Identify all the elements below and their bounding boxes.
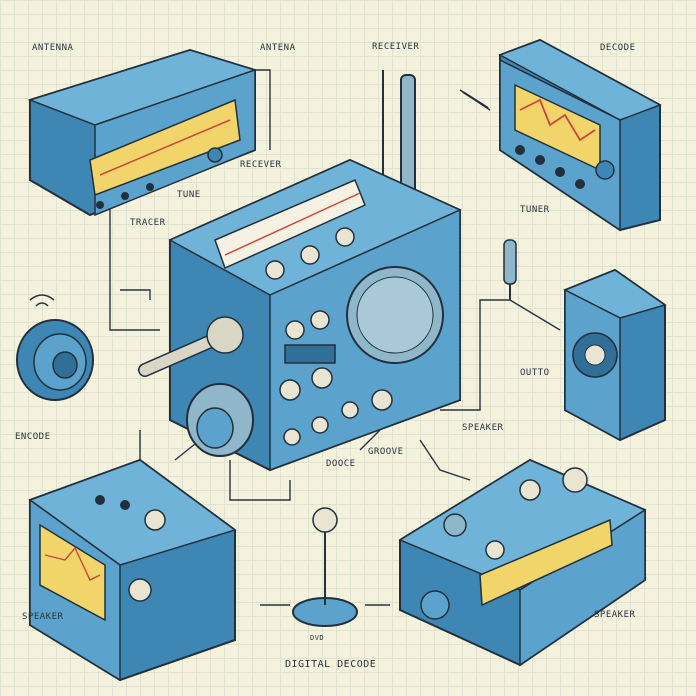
label-receiver-mid: RECEVER — [240, 160, 282, 170]
signal-knob-unit — [16, 294, 94, 401]
output-speaker-box — [503, 239, 667, 442]
digital-decoder-device — [292, 507, 358, 627]
label-encode: ENCODE — [15, 432, 51, 442]
frequency-scale-display — [479, 518, 613, 607]
label-digital-decode: DIGITAL DECODE — [285, 659, 377, 670]
receiver-display-unit — [27, 48, 258, 217]
label-tuner: TUNER — [520, 205, 550, 215]
knob-icon — [207, 147, 223, 163]
bottom-right-receiver — [398, 458, 647, 667]
label-receiver-top: RECEIVER — [372, 42, 420, 52]
label-dooce: DOOCE — [326, 459, 356, 469]
main-radio-receiver — [138, 158, 462, 472]
label-tune: TUNE — [177, 190, 201, 200]
label-small-tag: DVD — [310, 634, 325, 642]
label-tracer: TRACER — [130, 218, 166, 228]
label-decoder-top: DECODE — [600, 43, 636, 53]
bottom-left-receiver — [28, 458, 237, 682]
label-antenna-left: ANTENNA — [32, 43, 74, 53]
label-speaker-mid: SPEAKER — [462, 423, 504, 433]
tuning-knob-icon — [595, 160, 615, 180]
label-groove: GROOVE — [368, 447, 404, 457]
frequency-dial-display — [214, 179, 366, 270]
label-speaker-bottom-left: SPEAKER — [22, 612, 64, 622]
wifi-signal-icon — [29, 294, 55, 307]
label-antenna-right: ANTENA — [260, 43, 296, 53]
label-speaker-bottom-right: SPEAKER — [594, 610, 636, 620]
tuner-display-unit — [498, 38, 662, 232]
label-outto: OUTTO — [520, 368, 550, 378]
signal-display — [39, 523, 106, 622]
